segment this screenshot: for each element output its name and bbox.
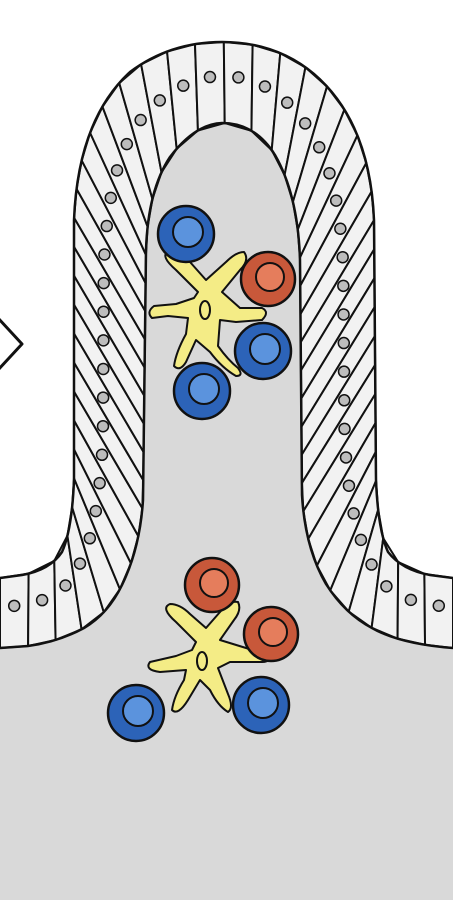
blue-cell bbox=[235, 323, 291, 379]
epithelial-nucleus bbox=[405, 594, 416, 605]
epithelial-nucleus bbox=[101, 221, 112, 232]
epithelial-nucleus bbox=[314, 142, 325, 153]
epithelial-nucleus bbox=[348, 508, 359, 519]
epithelial-nucleus bbox=[259, 81, 270, 92]
epithelial-nucleus bbox=[338, 309, 349, 320]
epithelial-nucleus bbox=[339, 423, 350, 434]
epithelial-nucleus bbox=[341, 452, 352, 463]
epithelial-cell bbox=[224, 42, 253, 131]
epithelial-nucleus bbox=[74, 558, 85, 569]
epithelial-nucleus bbox=[324, 168, 335, 179]
epithelial-nucleus bbox=[154, 95, 165, 106]
red-cell bbox=[244, 607, 298, 661]
epithelial-nucleus bbox=[97, 449, 108, 460]
arrow-indicator bbox=[0, 318, 22, 370]
epithelial-nucleus bbox=[98, 306, 109, 317]
epithelial-nucleus bbox=[335, 223, 346, 234]
blue-cell bbox=[174, 363, 230, 419]
epithelial-nucleus bbox=[98, 363, 109, 374]
epithelial-nucleus bbox=[98, 335, 109, 346]
epithelial-nucleus bbox=[178, 80, 189, 91]
epithelial-nucleus bbox=[338, 280, 349, 291]
epithelial-nucleus bbox=[204, 72, 215, 83]
red-cell bbox=[241, 252, 295, 306]
epithelial-nucleus bbox=[90, 506, 101, 517]
epithelial-nucleus bbox=[381, 581, 392, 592]
epithelial-nucleus bbox=[339, 395, 350, 406]
epithelial-nucleus bbox=[99, 249, 110, 260]
epithelial-nucleus bbox=[60, 580, 71, 591]
epithelial-nucleus bbox=[98, 421, 109, 432]
blue-cell bbox=[158, 206, 214, 262]
epithelial-nucleus bbox=[233, 72, 244, 83]
epithelial-nucleus bbox=[135, 115, 146, 126]
epithelial-nucleus bbox=[105, 192, 116, 203]
epithelial-nucleus bbox=[282, 97, 293, 108]
epithelial-nucleus bbox=[343, 480, 354, 491]
epithelial-nucleus bbox=[121, 139, 132, 150]
blue-cell bbox=[108, 685, 164, 741]
epithelial-nucleus bbox=[98, 392, 109, 403]
blue-cell bbox=[233, 677, 289, 733]
epithelial-nucleus bbox=[338, 338, 349, 349]
epithelial-nucleus bbox=[331, 195, 342, 206]
epithelial-nucleus bbox=[337, 252, 348, 263]
epithelial-nucleus bbox=[300, 118, 311, 129]
epithelial-nucleus bbox=[433, 600, 444, 611]
red-cell bbox=[185, 558, 239, 612]
epithelial-cell bbox=[195, 42, 225, 130]
epithelial-nucleus bbox=[339, 366, 350, 377]
epithelial-nucleus bbox=[9, 600, 20, 611]
dendritic-cell-nucleus bbox=[200, 301, 210, 319]
lamina-propria bbox=[0, 123, 453, 900]
epithelial-nucleus bbox=[366, 559, 377, 570]
epithelial-nucleus bbox=[94, 478, 105, 489]
epithelial-nucleus bbox=[112, 165, 123, 176]
epithelial-nucleus bbox=[98, 278, 109, 289]
dendritic-cell-nucleus bbox=[197, 652, 207, 670]
epithelial-nucleus bbox=[84, 533, 95, 544]
epithelial-nucleus bbox=[37, 595, 48, 606]
epithelial-nucleus bbox=[355, 534, 366, 545]
